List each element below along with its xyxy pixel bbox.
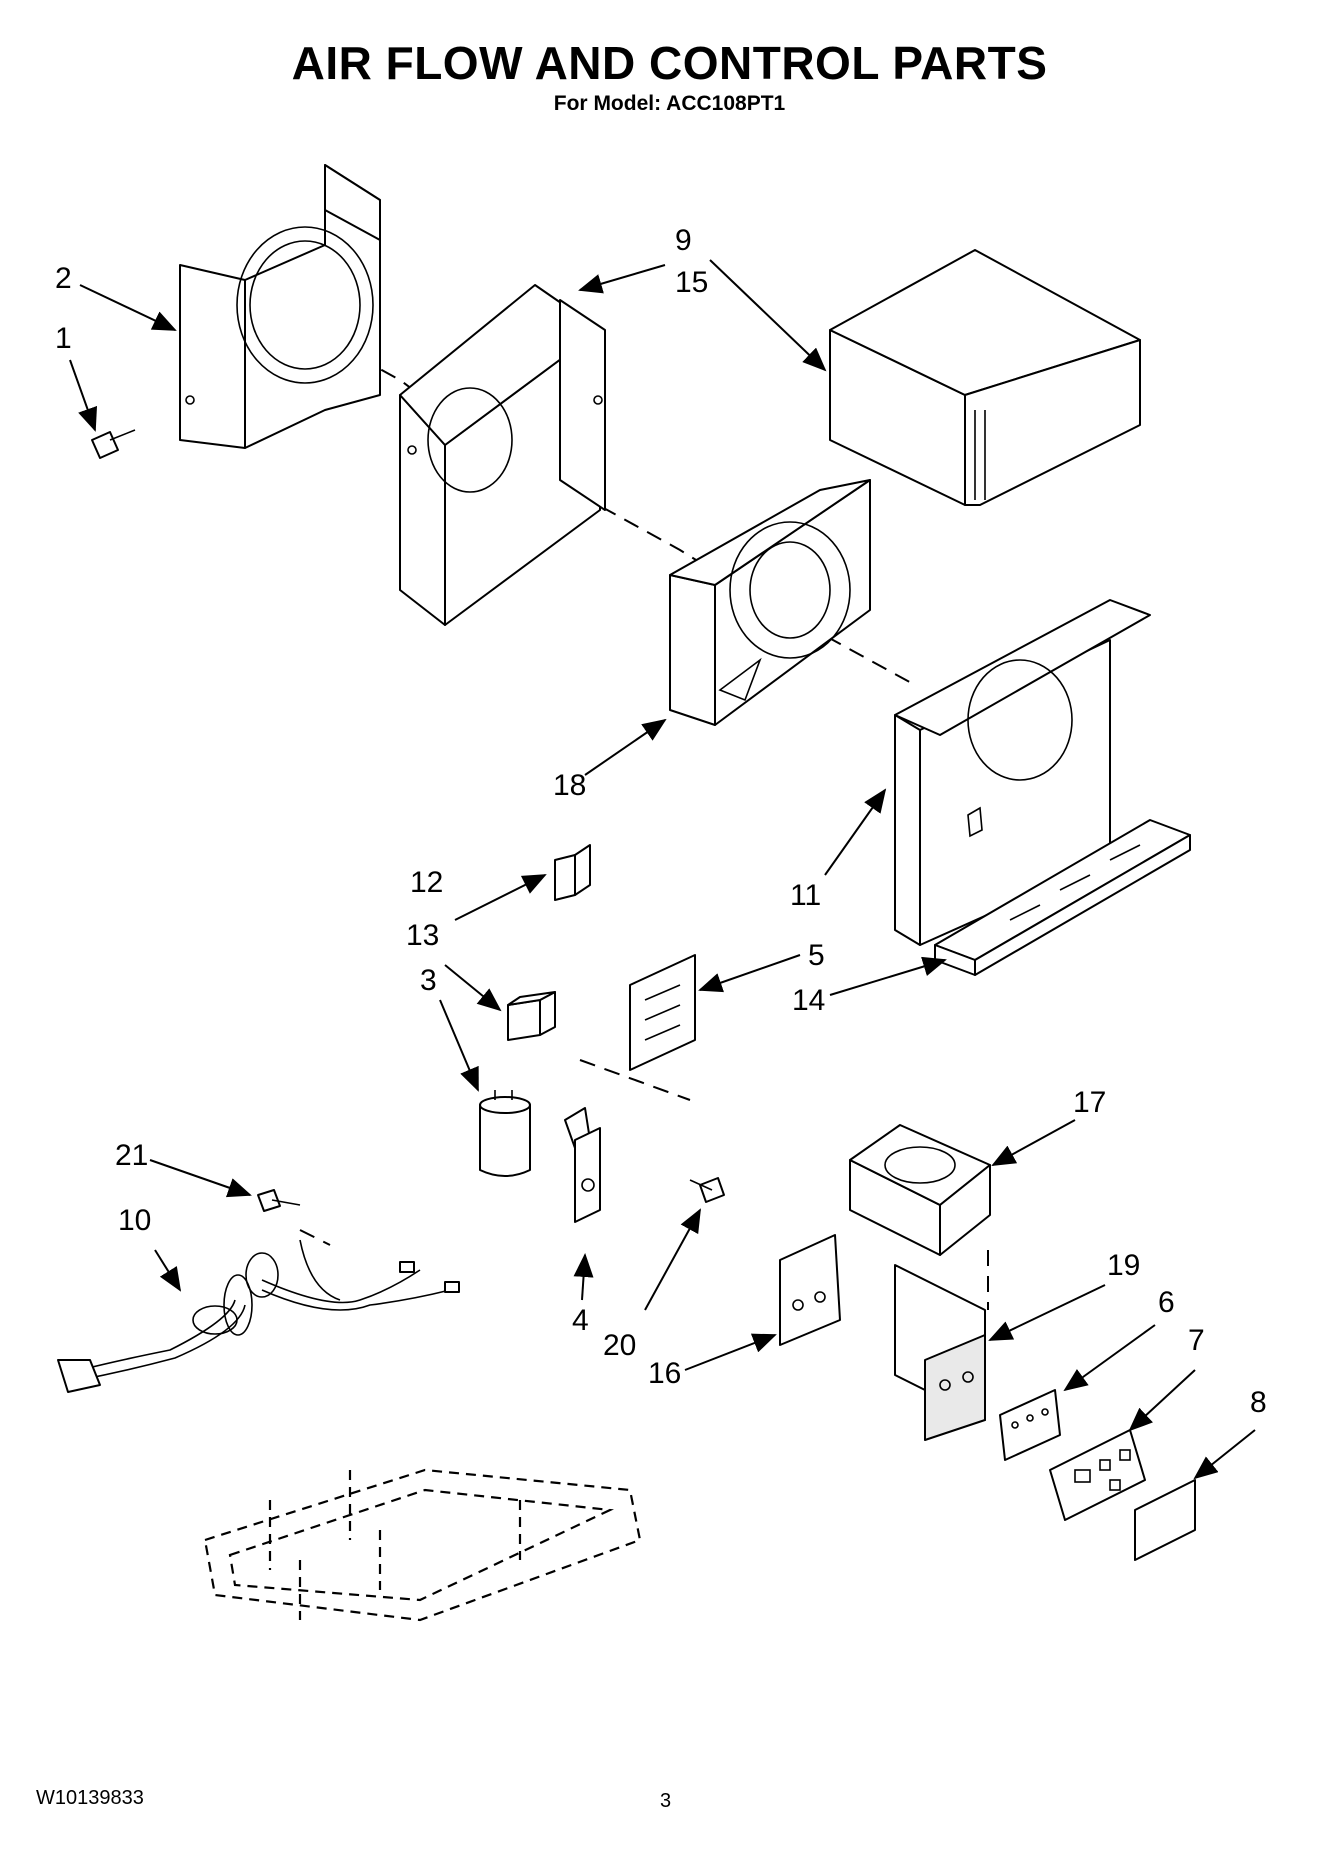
callout-16: 16 [648, 1357, 681, 1390]
page-number: 3 [660, 1790, 672, 1812]
part-17-control-housing [849, 1124, 991, 1256]
part-4-capacitor-bracket [564, 1107, 601, 1223]
part-15-top-cover [829, 249, 1141, 506]
callout-4: 4 [572, 1304, 589, 1337]
part-21-screw [257, 1189, 301, 1212]
callout-15: 15 [675, 266, 708, 299]
callout-17: 17 [1073, 1086, 1106, 1119]
callout-6: 6 [1158, 1286, 1175, 1319]
part-3-capacitor [479, 1090, 531, 1177]
part-10-power-cord [57, 1239, 460, 1393]
model-subtitle: For Model: ACC108PT1 [553, 92, 786, 115]
callout-21: 21 [115, 1139, 148, 1172]
callout-2: 2 [55, 262, 72, 295]
callout-13: 13 [406, 919, 439, 952]
part-16-bracket [779, 1234, 841, 1346]
callout-10: 10 [118, 1204, 151, 1237]
callout-labels: 2 1 9 15 18 11 12 13 3 5 14 17 21 10 4 2… [55, 224, 1267, 1419]
base-pan-phantom [203, 1468, 642, 1622]
callout-5: 5 [808, 939, 825, 972]
part-2-front-shroud [179, 164, 381, 449]
callout-8: 8 [1250, 1386, 1267, 1419]
part-7-control-panel [1049, 1429, 1146, 1521]
part-5-control-board [629, 954, 696, 1071]
part-12-relay [554, 844, 591, 901]
part-19-mounting-plate [894, 1264, 986, 1441]
part-14-drain-tray [934, 819, 1191, 976]
callout-leaders [69, 259, 1256, 1480]
callout-9: 9 [675, 224, 692, 257]
callout-20: 20 [603, 1329, 636, 1362]
document-number: W10139833 [36, 1787, 144, 1809]
callout-11: 11 [790, 879, 821, 912]
part-6-ui-board [999, 1389, 1061, 1461]
part-9-orifice-panel [399, 284, 606, 626]
part-1-screw [91, 429, 136, 459]
callout-3: 3 [420, 964, 437, 997]
part-20-screw [689, 1177, 725, 1203]
part-18-blower-housing [669, 479, 871, 726]
part-13-small-relay [507, 991, 556, 1041]
page-title: AIR FLOW AND CONTROL PARTS [291, 37, 1048, 89]
part-8-panel-overlay [1134, 1479, 1196, 1561]
callout-19: 19 [1107, 1249, 1140, 1282]
callout-18: 18 [553, 769, 586, 802]
callout-12: 12 [410, 866, 443, 899]
callout-14: 14 [792, 984, 825, 1017]
callout-1: 1 [55, 322, 72, 355]
callout-7: 7 [1188, 1324, 1205, 1357]
